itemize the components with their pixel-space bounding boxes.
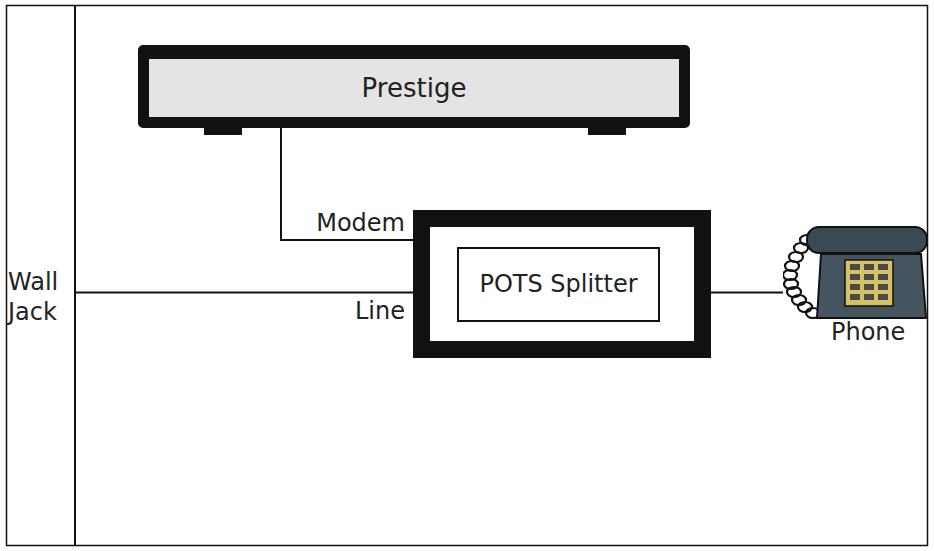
phone-cord xyxy=(798,302,812,312)
phone-key xyxy=(878,274,888,280)
node-label: Phone xyxy=(831,318,927,348)
node-label: Wall Jack xyxy=(8,267,72,329)
phone-key xyxy=(864,274,874,280)
phone-keypad xyxy=(845,260,893,306)
frame-border xyxy=(7,6,928,546)
phone-key xyxy=(864,264,874,270)
phone-key xyxy=(850,284,860,290)
phone-illustration xyxy=(783,222,928,322)
phone-key xyxy=(850,264,860,270)
phone-key xyxy=(864,284,874,290)
device-box: Prestige xyxy=(138,45,690,128)
phone-key xyxy=(864,294,874,300)
phone-key xyxy=(878,284,888,290)
phone-icon: Phone xyxy=(783,222,928,348)
connector-line xyxy=(75,291,413,293)
phone-handset xyxy=(807,227,927,253)
phone-key xyxy=(850,274,860,280)
phone-key xyxy=(878,294,888,300)
port-label: Modem xyxy=(265,209,405,237)
port-label: Line xyxy=(265,297,405,325)
node-label: POTS Splitter xyxy=(457,247,660,322)
phone-key xyxy=(850,294,860,300)
wall-jack: Wall Jack xyxy=(6,265,75,331)
splitter-box: POTS Splitter xyxy=(413,210,711,358)
phone-key xyxy=(878,264,888,270)
node-label: Prestige xyxy=(149,59,679,117)
wall-line xyxy=(74,6,76,546)
connector-line xyxy=(711,291,783,293)
phone-body xyxy=(817,254,926,318)
